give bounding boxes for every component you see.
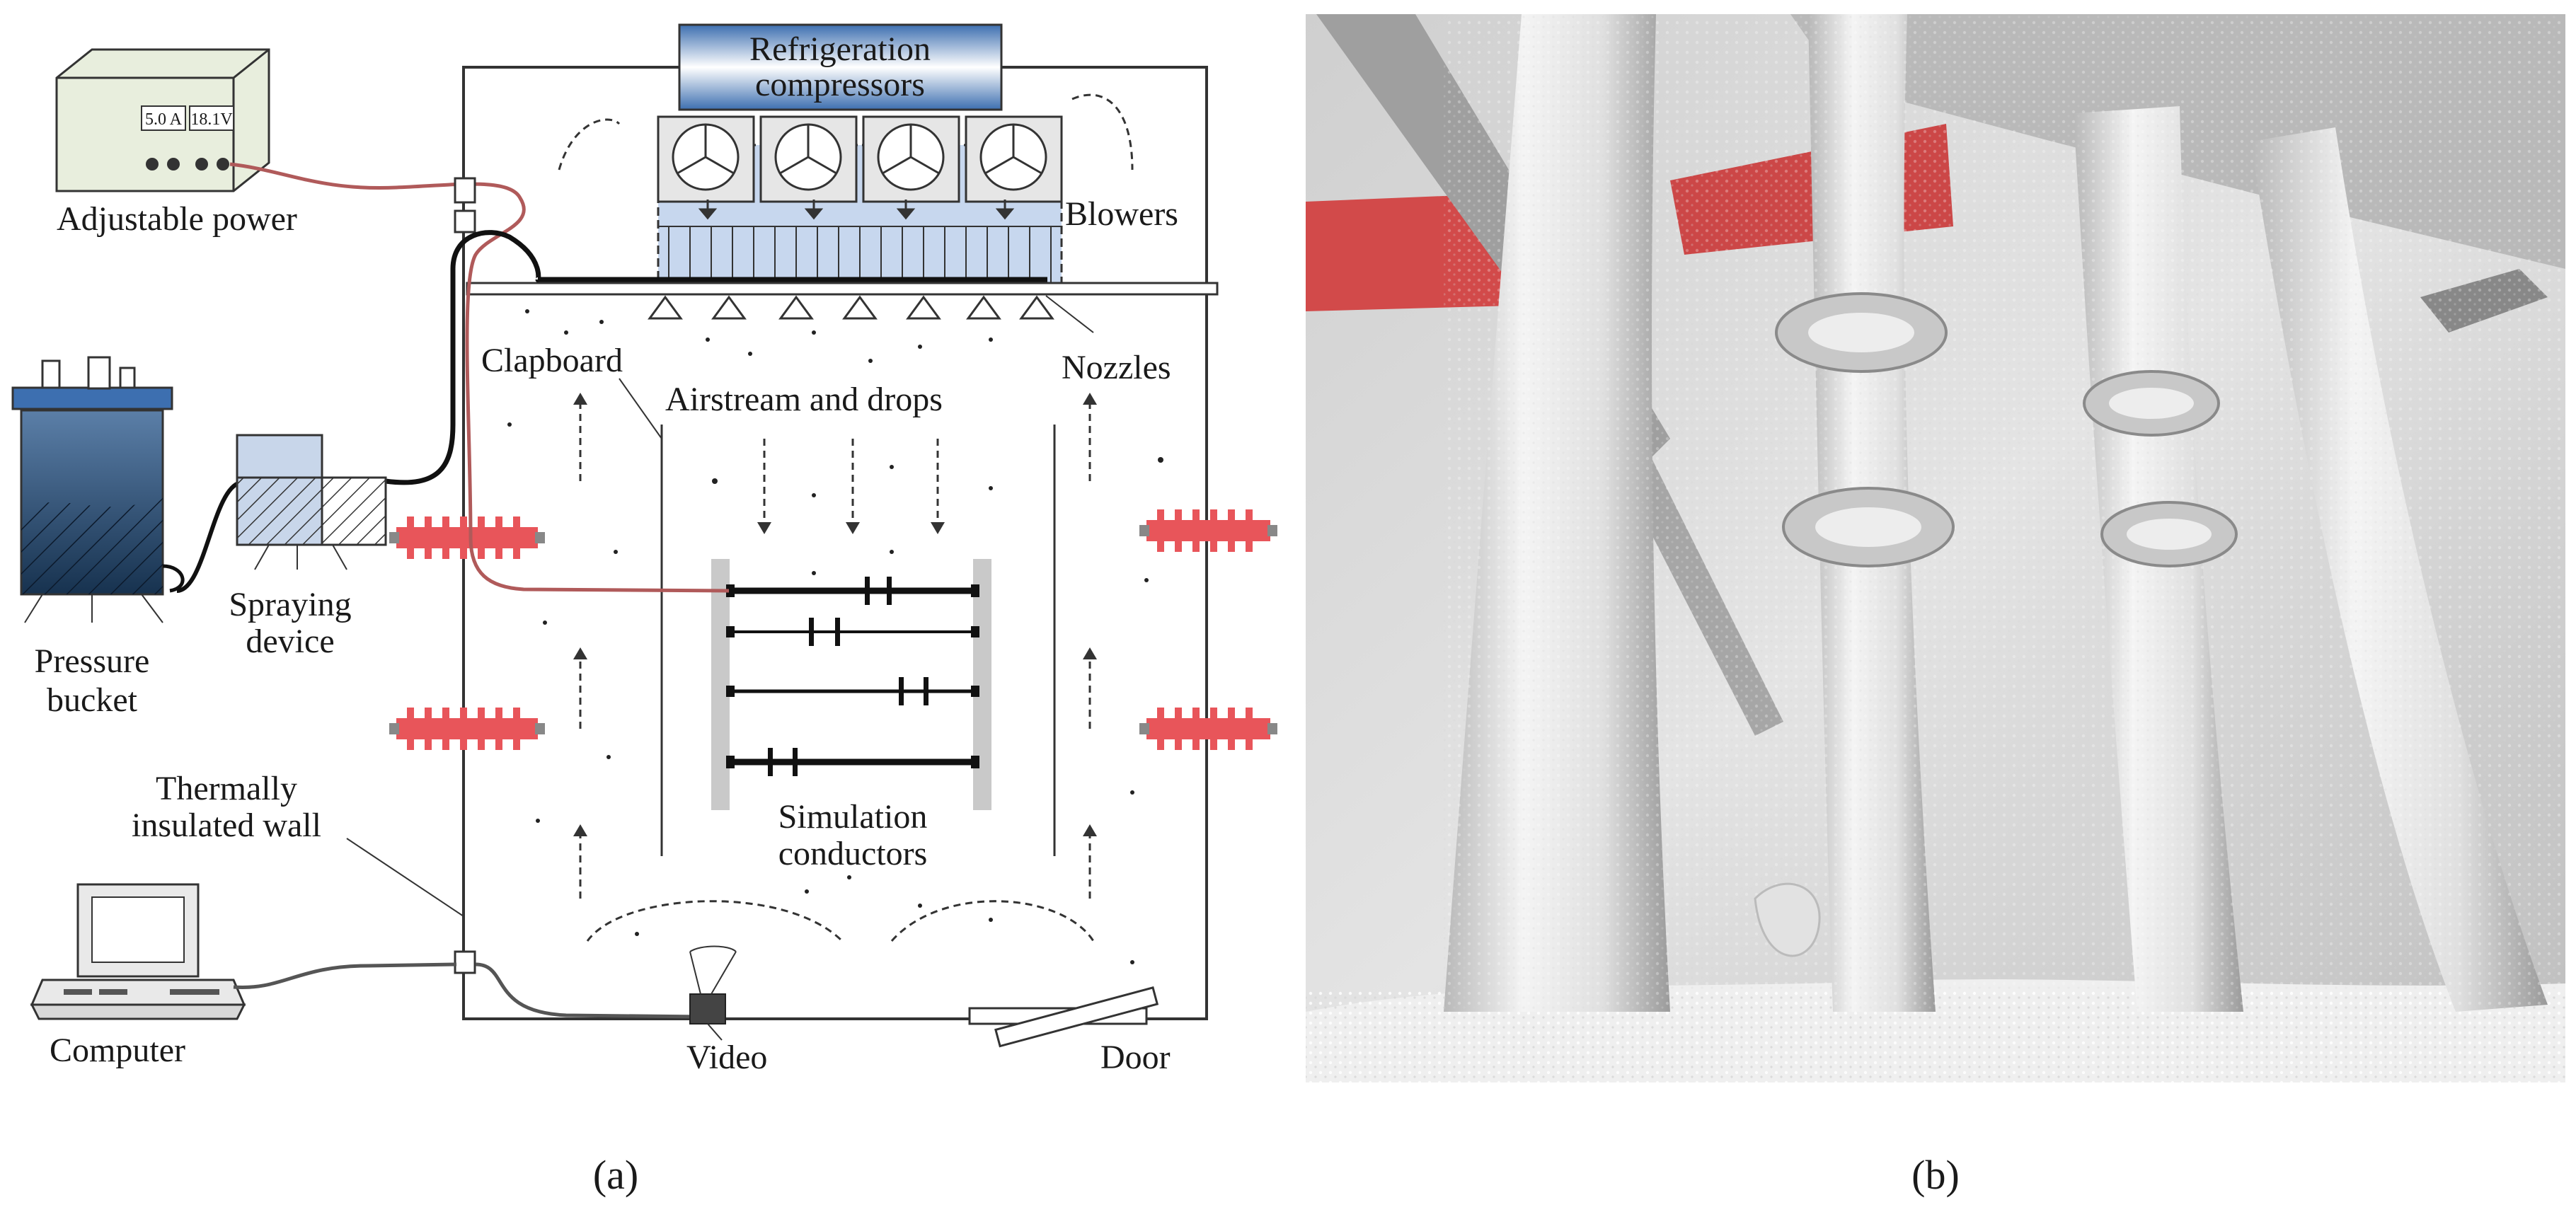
heater-icon [1139,708,1277,750]
water-drops [507,309,1163,964]
pressure-bucket [11,356,242,623]
nozzle-icon [648,295,683,320]
wall-port [454,177,476,204]
door-label: Door [1100,1039,1171,1076]
nozzle-icon [906,295,941,320]
blowers-label: Blowers [1065,195,1178,233]
power-knob-icon [167,158,180,171]
spraying-device [236,434,387,570]
water-hose [385,230,541,485]
panel-b-photo: (b) [1306,14,2565,1198]
pressure-label-1: Pressure [35,642,150,680]
power-current-display [141,105,186,131]
blowers [657,115,1063,288]
simulation-label-1: Simulation [778,798,928,836]
nozzle-icon [711,295,747,320]
spraying-label-2: device [246,623,334,660]
nozzles [648,295,1054,320]
refrigeration-label-1: Refrigeration [749,30,931,68]
refrigeration-label-2: compressors [755,66,925,103]
airflow-arrows [558,93,1134,942]
frosted-conductors [1444,14,2562,1012]
panel-b-caption: (b) [1911,1152,1960,1198]
nozzle-icon [778,295,814,320]
heater-icon [1139,509,1277,552]
heater-icon [389,708,545,750]
power-knob-icon [195,158,208,171]
refrigeration-compressors [678,23,1003,111]
power-knob-icon [146,158,159,171]
spraying-label-1: Spraying [229,586,351,623]
adjustable-power-supply: 5.0 A 18.1V [55,48,270,192]
heater-icon [389,516,545,559]
power-voltage-readout: 18.1V [190,110,233,129]
nozzle-icon [966,295,1001,320]
camera-icon [689,993,726,1025]
computer-label: Computer [50,1032,185,1069]
panel-a-diagram: Refrigeration compressors [11,23,1277,1198]
nozzles-label: Nozzles [1062,349,1171,386]
thermal-wall-label-2: insulated wall [132,807,321,844]
power-current-readout: 5.0 A [145,110,183,129]
nozzle-shelf [466,282,1219,296]
data-cable [233,962,701,1019]
wall-port [454,950,476,974]
airstream-label: Airstream and drops [665,381,943,418]
heaters [389,509,1277,750]
simulation-label-2: conductors [778,835,928,872]
door [968,986,1159,1048]
video-camera [689,945,737,1041]
power-cable [229,162,730,593]
nozzle-icon [842,295,878,320]
nozzle-icon [1019,295,1054,320]
simulation-conductors [711,559,991,810]
video-label: Video [686,1039,767,1076]
clapboard-label: Clapboard [481,342,623,379]
pressure-label-2: bucket [47,681,138,719]
power-voltage-display [189,105,234,131]
power-knob-icon [217,158,229,171]
adjustable-power-label: Adjustable power [57,200,297,238]
thermal-wall-label-1: Thermally [156,770,297,807]
wall-port [454,209,476,233]
panel-a-caption: (a) [593,1152,638,1198]
computer [30,883,246,1020]
